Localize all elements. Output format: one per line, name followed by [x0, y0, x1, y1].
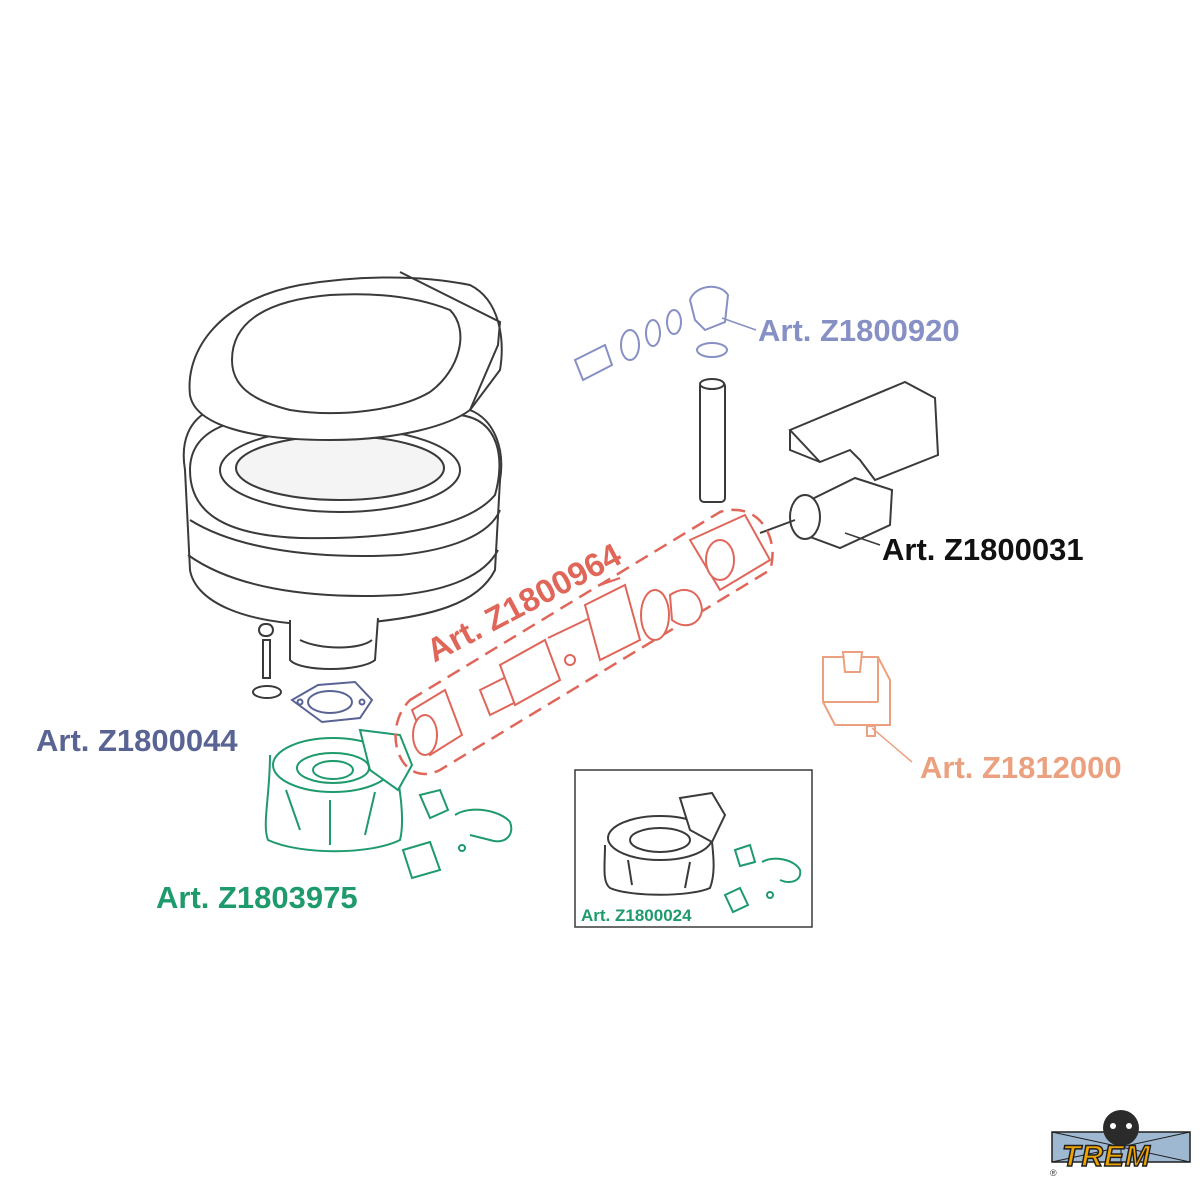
toilet-base	[264, 728, 513, 880]
flange-gasket	[290, 680, 374, 724]
toilet-bowl	[182, 271, 503, 670]
fittings-inset	[723, 843, 802, 914]
motor-label: Art. Z1800031	[882, 532, 1084, 567]
switch-leader	[871, 727, 913, 763]
valve-kit-label: Art. Z1800920	[758, 313, 960, 348]
pump-kit	[394, 508, 774, 776]
control-switch	[822, 651, 891, 737]
base-assembly-inset	[603, 791, 727, 896]
brand-logo-icon	[1051, 1110, 1191, 1163]
pump-motor	[759, 380, 940, 550]
brand-logo: TREM	[1061, 1139, 1151, 1174]
valve-kit	[573, 285, 730, 382]
gasket-label: Art. Z1800044	[36, 723, 238, 758]
switch-label: Art. Z1812000	[920, 750, 1122, 785]
valve-kit-leader	[721, 317, 757, 331]
bolt-and-washer	[252, 623, 282, 699]
base-label: Art. Z1803975	[156, 880, 358, 915]
hose	[699, 378, 726, 503]
base-assembly-label: Art. Z1800024	[581, 906, 692, 925]
registered-mark: ®	[1050, 1168, 1057, 1178]
motor-leader	[844, 532, 881, 546]
